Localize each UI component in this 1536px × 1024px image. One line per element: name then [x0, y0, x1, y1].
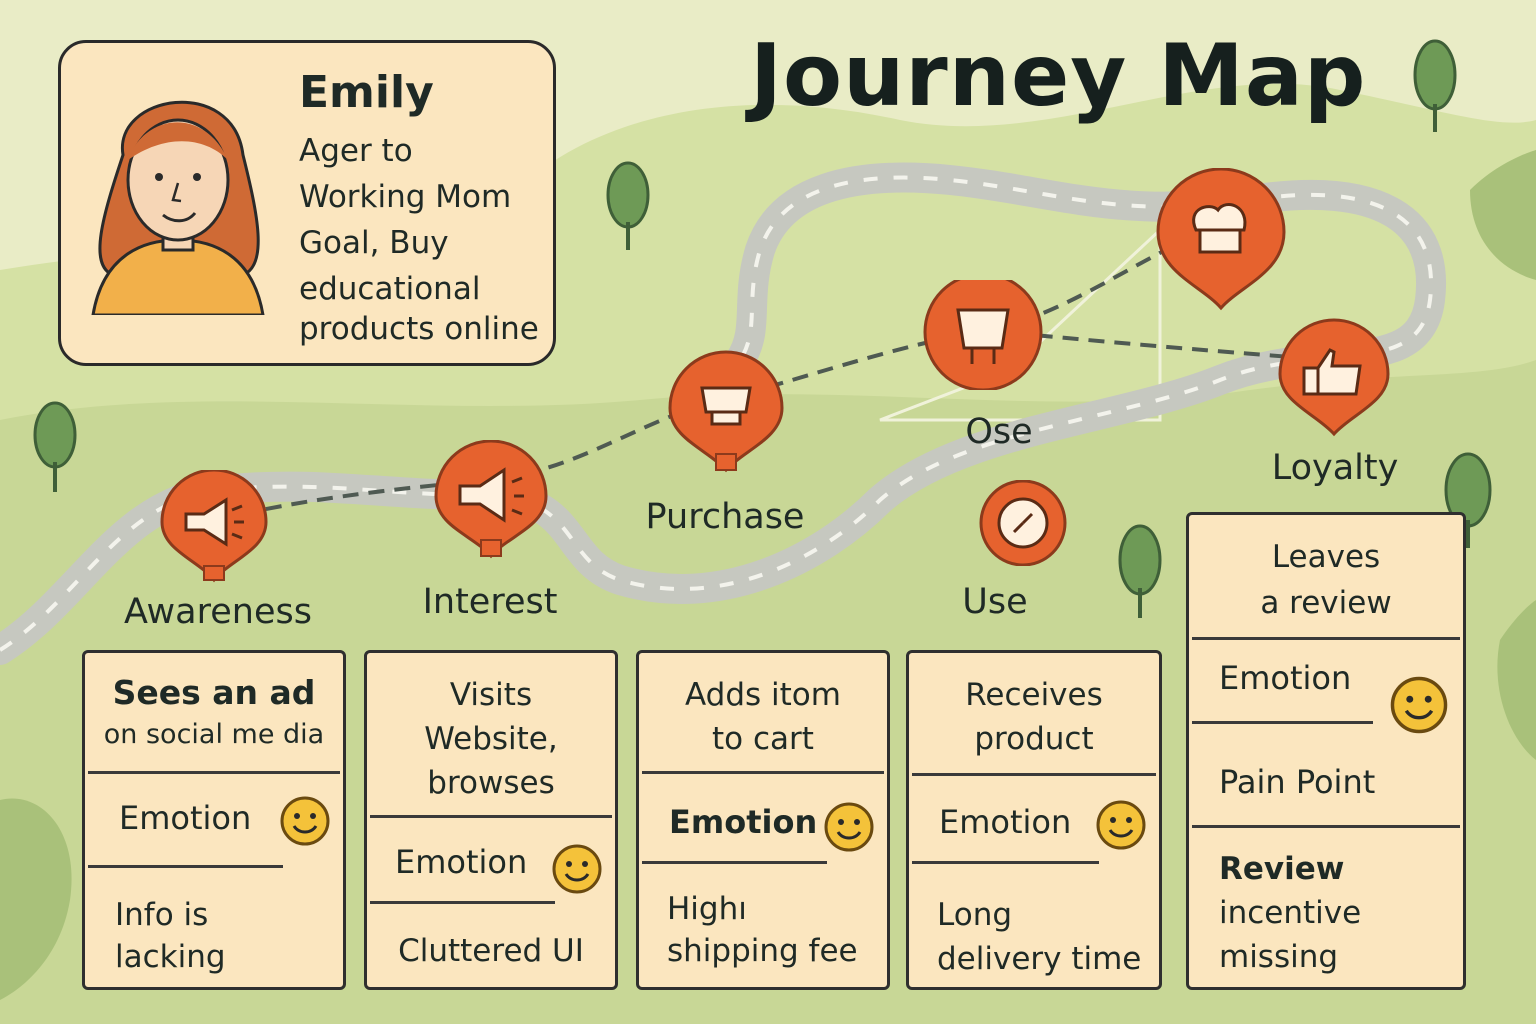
persona-line: Goal, Buy — [299, 225, 449, 261]
stage-card-awareness: Sees an ad on social me dia Emotion Info… — [82, 650, 346, 990]
card-divider — [1192, 721, 1373, 724]
card-divider — [88, 865, 283, 868]
clock-icon — [997, 497, 1049, 549]
pain-point-text: Long — [937, 897, 1013, 933]
megaphone-icon — [458, 467, 524, 523]
chef-hat-icon — [1192, 203, 1247, 254]
action-text: Sees an ad — [112, 673, 316, 712]
action-text: Website, — [424, 721, 558, 757]
stage-label-use: Use — [962, 582, 1028, 622]
smiley-face-icon — [1390, 676, 1448, 734]
action-text: to cart — [712, 721, 814, 757]
action-text: browses — [427, 765, 555, 801]
card-divider — [912, 773, 1156, 776]
pain-point-text: lacking — [115, 939, 226, 975]
card-divider — [1192, 825, 1460, 828]
map-pin-extra[interactable] — [920, 280, 1046, 390]
action-text: Receives — [965, 677, 1103, 713]
stage-card-use: Receives product Emotion Long delivery t… — [906, 650, 1162, 990]
map-label-extra: Ose — [965, 412, 1033, 452]
stage-label-loyalty: Loyalty — [1271, 448, 1399, 488]
stage-label-interest: Interest — [422, 582, 558, 622]
persona-line: Working Mom — [299, 179, 512, 215]
card-divider — [88, 771, 340, 774]
pain-point-text: incentive — [1219, 895, 1362, 931]
persona-line: products online — [299, 311, 539, 347]
pain-point-text: Highı — [667, 891, 747, 927]
pain-point-text: missing — [1219, 939, 1339, 975]
action-text: product — [974, 721, 1094, 757]
smiley-face-icon — [280, 796, 330, 846]
action-text: Leaves — [1271, 539, 1381, 575]
emotion-label: Emotion — [939, 803, 1072, 841]
persona-card: Emily Ager to Working Mom Goal, Buy educ… — [58, 40, 556, 366]
card-divider — [370, 815, 612, 818]
card-divider — [642, 861, 827, 864]
stage-pin-loyalty[interactable] — [1276, 316, 1392, 444]
card-divider — [370, 901, 555, 904]
action-text: a review — [1260, 585, 1392, 621]
persona-name: Emily — [299, 67, 434, 118]
stage-label-purchase: Purchase — [645, 497, 805, 537]
action-text: Adds itom — [685, 677, 841, 713]
emotion-label: Emotion — [669, 803, 818, 841]
stage-card-purchase: Adds itom to cart Emotion Highı shipping… — [636, 650, 890, 990]
persona-line: educational — [299, 271, 481, 307]
emotion-label: Emotion — [119, 799, 252, 837]
emotion-label: Emotion — [1219, 659, 1352, 697]
stage-pin-interest[interactable] — [432, 440, 550, 566]
thumbs-up-icon — [1302, 348, 1362, 396]
stage-card-interest: Visits Website, browses Emotion Cluttere… — [364, 650, 618, 990]
pain-point-text: Review — [1219, 851, 1345, 887]
pain-point-label: Pain Point — [1219, 763, 1376, 801]
card-divider — [912, 861, 1099, 864]
smiley-face-icon — [1096, 800, 1146, 850]
stage-label-awareness: Awareness — [124, 592, 312, 632]
stage-pin-purchase[interactable] — [666, 350, 786, 480]
card-divider — [642, 771, 884, 774]
card-divider — [1192, 637, 1460, 640]
pain-point-text: delivery time — [937, 941, 1142, 977]
pain-point-text: Info is — [115, 897, 209, 933]
map-pin-review[interactable] — [1154, 168, 1288, 318]
smiley-face-icon — [552, 844, 602, 894]
bag-icon — [956, 308, 1010, 364]
pain-point-text: Cluttered UI — [398, 933, 584, 969]
emotion-label: Emotion — [395, 843, 528, 881]
persona-line: Ager to — [299, 133, 413, 169]
stage-pin-awareness[interactable] — [158, 470, 270, 590]
action-text: Visits — [449, 677, 533, 713]
action-text: on social me dia — [103, 719, 325, 750]
pain-point-text: shipping fee — [667, 933, 858, 969]
megaphone-icon — [184, 497, 244, 547]
stage-pin-use[interactable] — [976, 480, 1070, 566]
avatar — [91, 100, 265, 315]
page-title: Journey Map — [750, 26, 1367, 126]
package-icon — [700, 386, 752, 426]
stage-card-loyalty: Leaves a review Emotion Pain Point Revie… — [1186, 512, 1466, 990]
smiley-face-icon — [824, 802, 874, 852]
